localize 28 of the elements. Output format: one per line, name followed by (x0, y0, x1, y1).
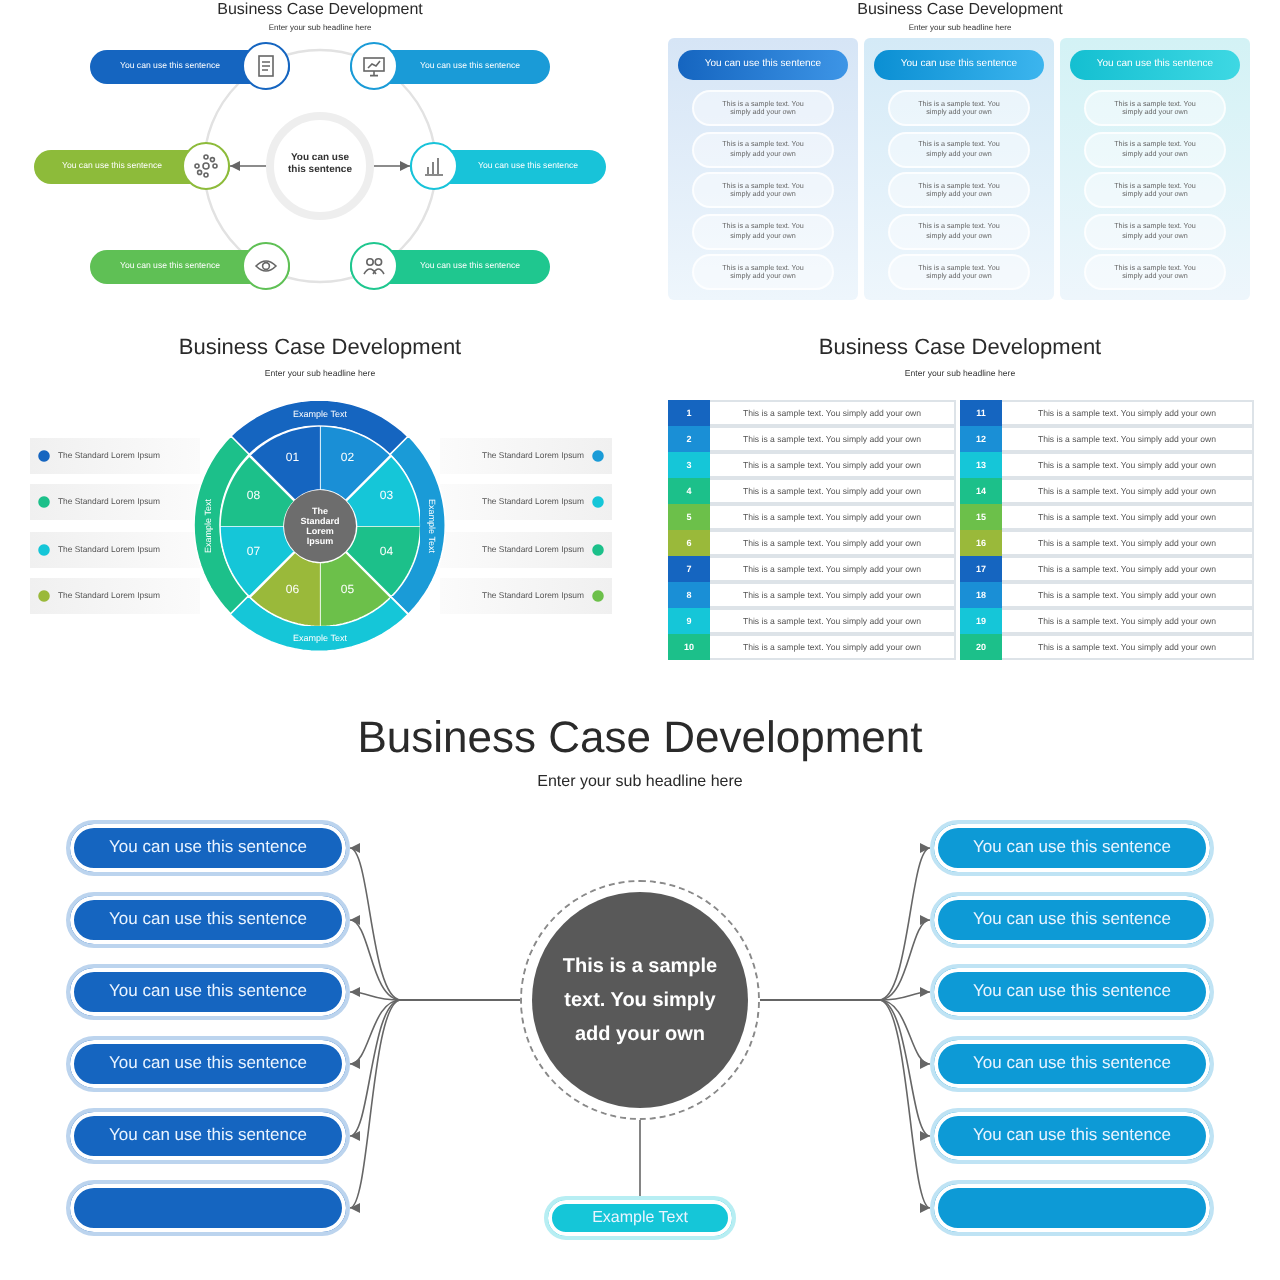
slide-title: Business Case Development (857, 0, 1063, 18)
sentence-pill: You can use this sentence (66, 964, 350, 1020)
sentence-pill: You can use this sentence (930, 964, 1214, 1020)
sentence-pill: You can use this sentence (930, 1108, 1214, 1164)
sentence-pill: Example Text (544, 1196, 736, 1240)
sentence-pill: You can use this sentence (930, 1036, 1214, 1092)
sentence-pill: You can use this sentence (66, 1036, 350, 1092)
sentence-pill: You can use this sentence (66, 820, 350, 876)
sentence-pill (66, 1180, 350, 1236)
arrow (349, 999, 521, 1209)
slide-title: Business Case Development (818, 336, 1102, 360)
connector-line (639, 1119, 641, 1197)
sentence-pill: You can use this sentence (930, 892, 1214, 948)
arrow (759, 999, 931, 1209)
slide-title: Business Case Development (178, 336, 462, 360)
slide-title: Enter your sub headline here (537, 772, 743, 790)
sentence-pill: You can use this sentence (66, 1108, 350, 1164)
slide-title: Business Case Development (357, 712, 923, 764)
column-panel (1060, 38, 1250, 300)
sentence-pill (930, 1180, 1214, 1236)
sentence-pill: You can use this sentence (930, 820, 1214, 876)
sentence-pill: You can use this sentence (66, 892, 350, 948)
arrow (373, 161, 411, 171)
column-panel (668, 38, 858, 300)
center-circle: This is a sample text. You simply add your own (520, 880, 760, 1120)
arrow (229, 161, 267, 171)
column-panel (864, 38, 1054, 300)
slide-title: Business Case Development (217, 0, 423, 18)
